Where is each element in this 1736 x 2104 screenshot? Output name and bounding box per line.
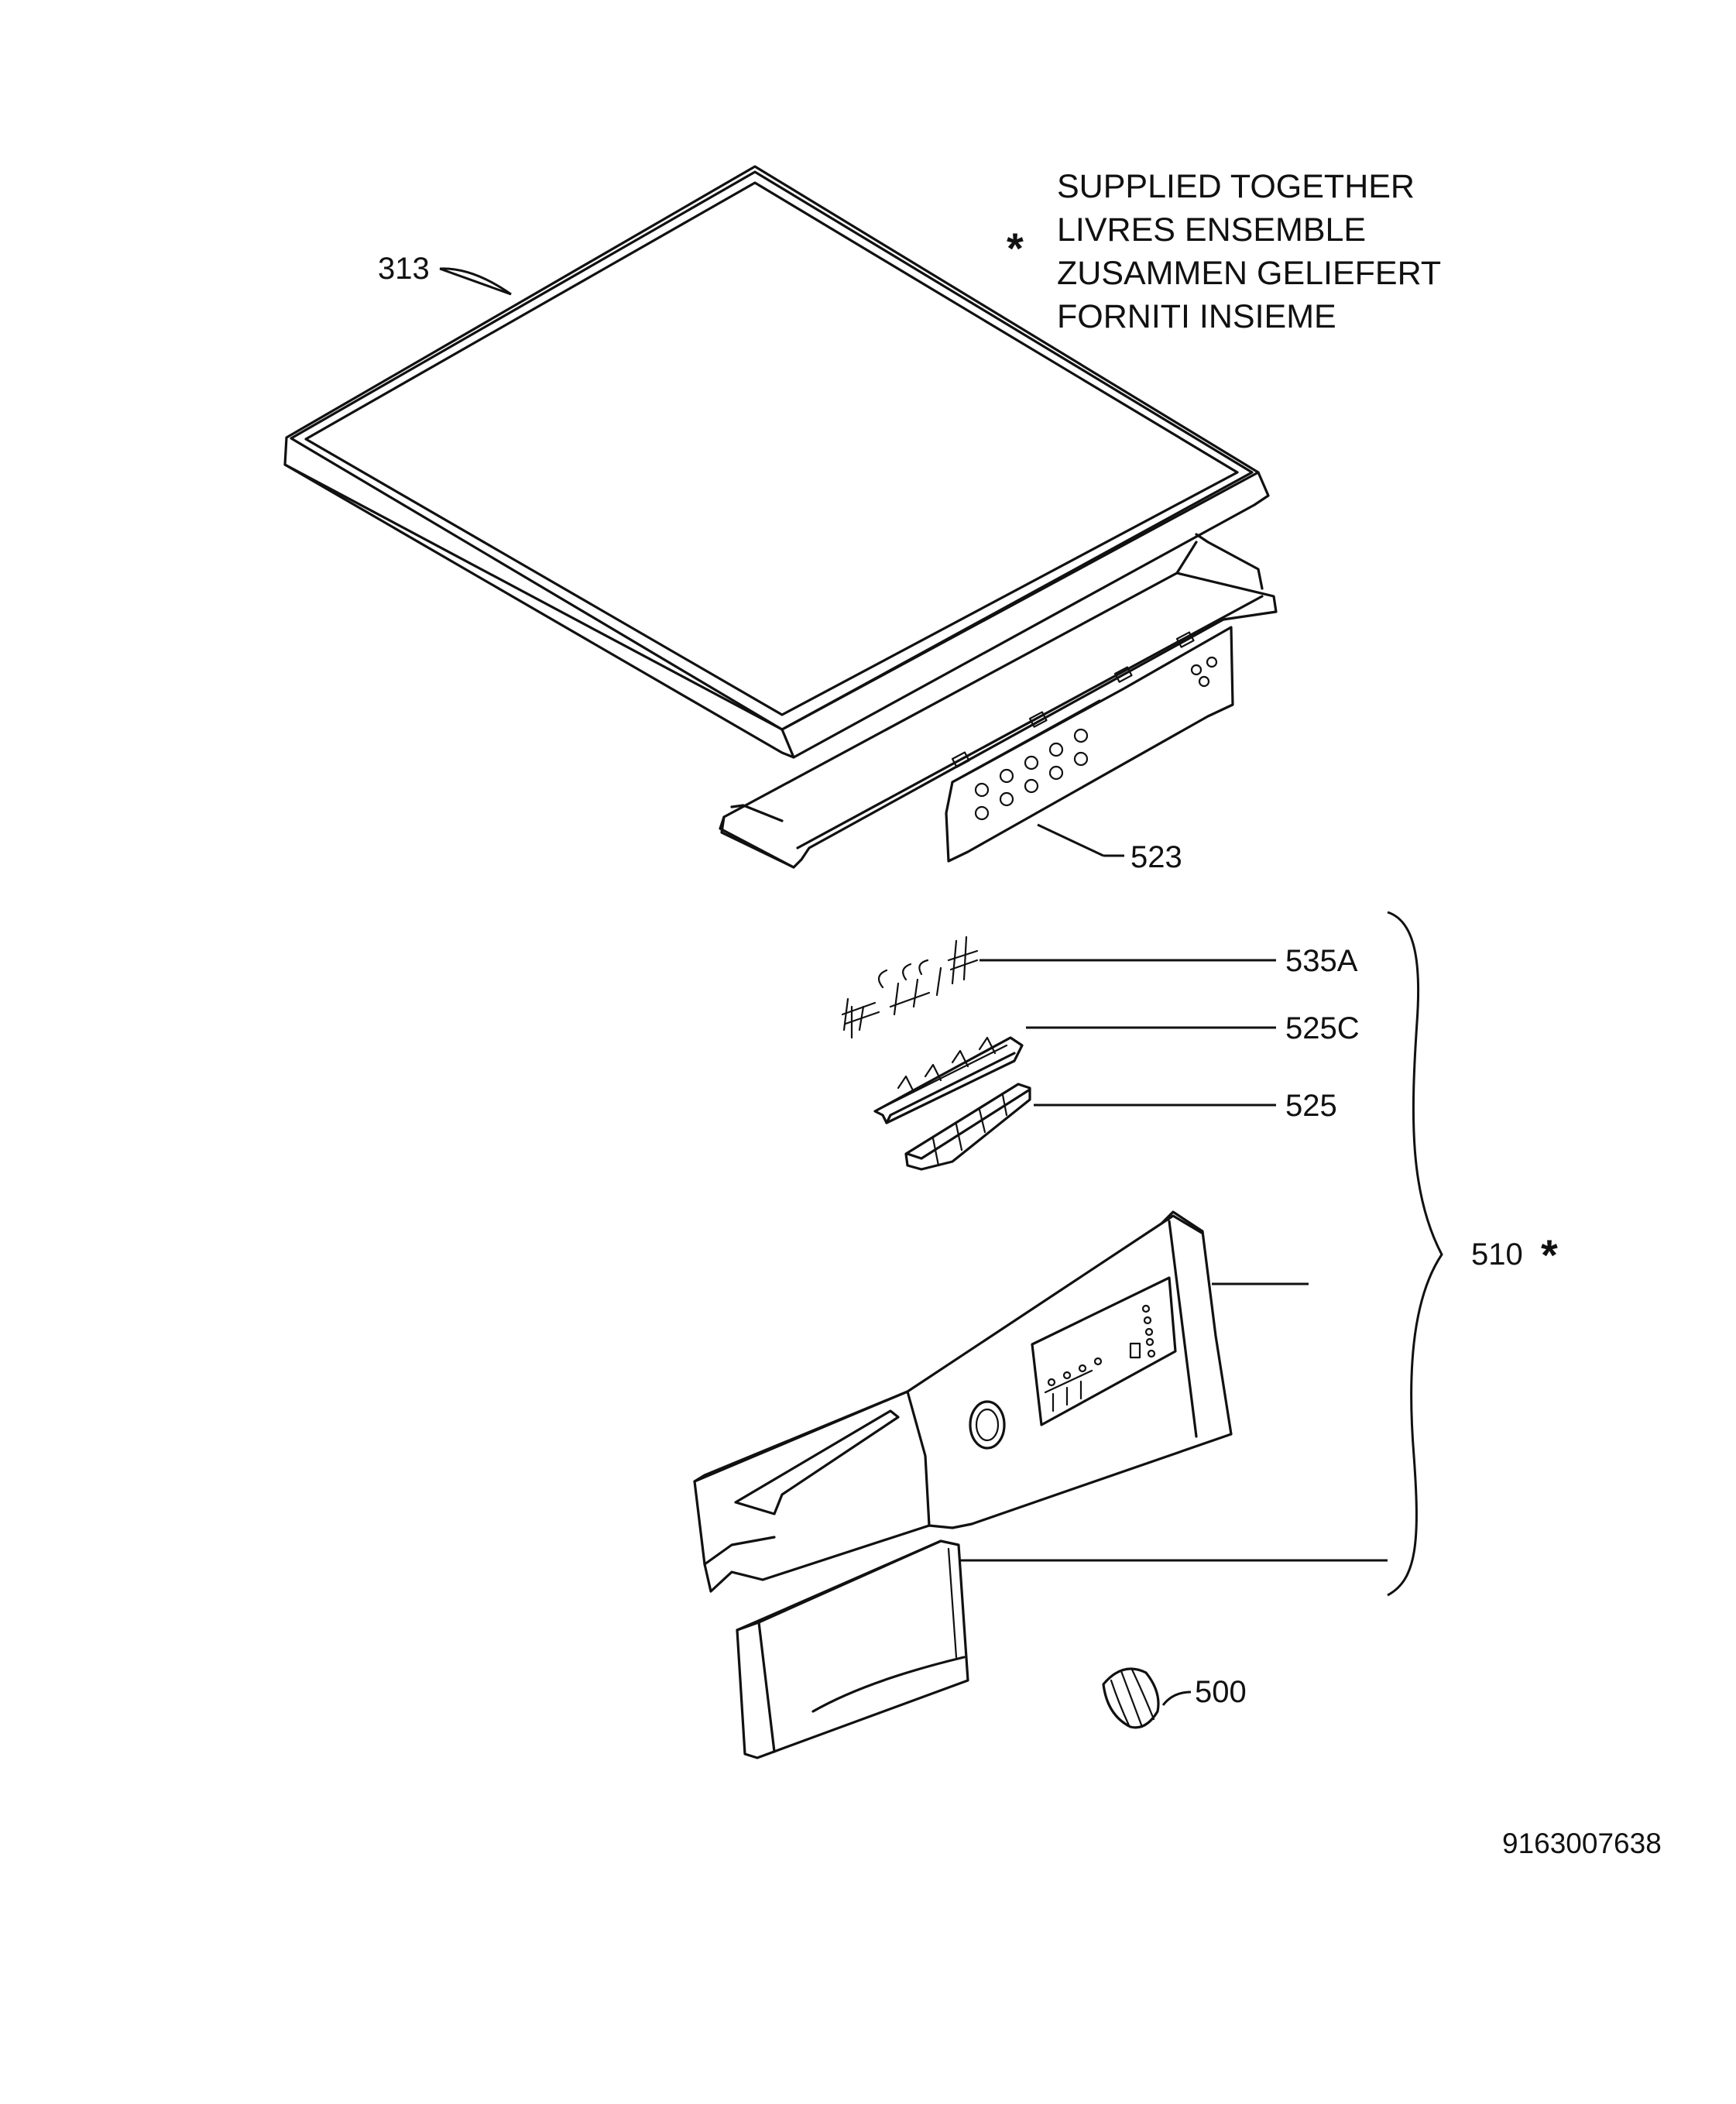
push-button-strip-525[interactable] (904, 1083, 1031, 1171)
legend-asterisk: * (1007, 224, 1024, 273)
programme-knob-aperture (969, 1400, 1006, 1450)
control-knob-500[interactable] (1102, 1667, 1160, 1729)
leader-500 (1161, 1690, 1192, 1706)
brace-510 (1387, 911, 1443, 1597)
callout-510: 510 (1471, 1237, 1523, 1272)
callout-510-asterisk: * (1541, 1230, 1558, 1279)
bracket-hole-grid (974, 656, 1218, 821)
callout-535a: 535A (1285, 944, 1358, 978)
panel-support-bracket-523[interactable] (719, 533, 1278, 869)
control-panel-fascia[interactable] (693, 1210, 1233, 1593)
detergent-drawer-front[interactable] (736, 1539, 969, 1759)
legend-line-de: ZUSAMMEN GELIEFERT (1057, 255, 1441, 292)
drawing-code: 9163007638 (1502, 1828, 1662, 1859)
legend-line-en: SUPPLIED TOGETHER (1057, 168, 1415, 205)
legend-line-fr: LIVRES ENSEMBLE (1057, 211, 1366, 249)
legend: * SUPPLIED TOGETHER LIVRES ENSEMBLE ZUSA… (1007, 168, 1441, 335)
top-cover-lid-313[interactable] (283, 165, 1270, 759)
button-pins-535a[interactable] (841, 935, 979, 1039)
callout-525: 525 (1285, 1089, 1337, 1123)
legend-line-it: FORNITI INSIEME (1057, 298, 1336, 335)
callout-500: 500 (1195, 1675, 1247, 1709)
callout-523: 523 (1130, 840, 1182, 874)
leader-523 (1037, 823, 1104, 857)
leader-313 (439, 267, 512, 296)
callout-525c: 525C (1285, 1011, 1360, 1045)
callout-313: 313 (378, 252, 430, 286)
button-carrier-525c[interactable] (873, 1036, 1024, 1124)
leader-313-curve (439, 267, 512, 296)
